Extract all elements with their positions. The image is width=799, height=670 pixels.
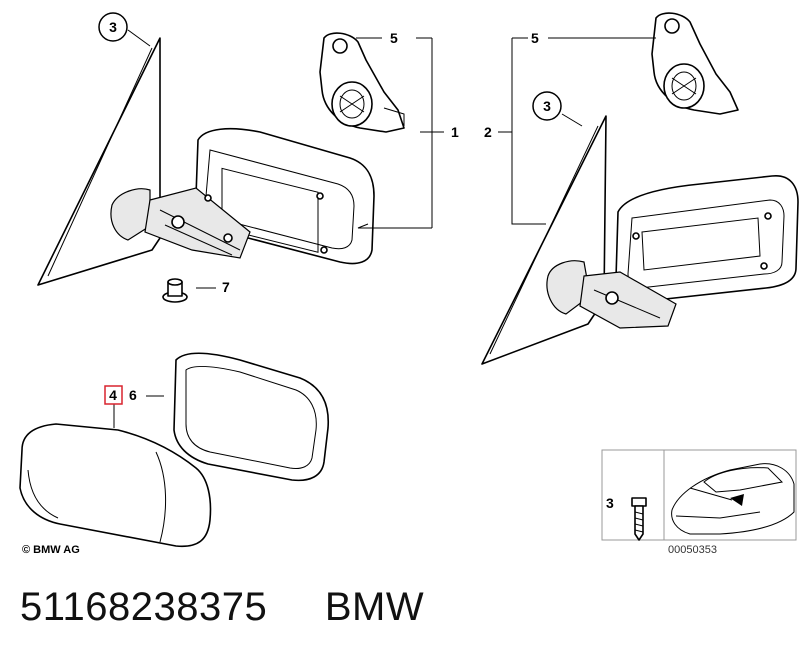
callout-4-highlighted: 4	[104, 385, 123, 405]
leader-lines	[113, 29, 656, 428]
copyright-text: © BMW AG	[22, 544, 80, 556]
callout-3-inset: 3	[606, 495, 614, 511]
footer: 51168238375 BMW	[20, 585, 790, 645]
svg-text:3: 3	[543, 98, 551, 114]
left-mirror-assembly	[37, 37, 375, 286]
motor-part-left	[319, 32, 405, 133]
brand-name: BMW	[324, 585, 425, 629]
right-mirror-assembly	[481, 115, 799, 365]
car-outline	[671, 463, 795, 535]
callout-3-left: 3	[98, 12, 128, 42]
callout-1: 1	[451, 124, 459, 140]
motor-part-right	[651, 12, 739, 115]
screw-part	[631, 497, 647, 541]
callout-7: 7	[222, 279, 230, 295]
svg-text:4: 4	[109, 387, 117, 403]
svg-text:3: 3	[109, 19, 117, 35]
callout-2: 2	[484, 124, 492, 140]
clip-part	[162, 278, 188, 303]
mirror-cap-part	[19, 423, 212, 548]
image-number: 00050353	[668, 544, 717, 556]
parts-diagram: 3 5 1 7 2 5 3 4 6 © BMW AG 3 00050353	[19, 12, 799, 556]
part-number: 51168238375	[20, 585, 268, 629]
callout-6: 6	[129, 387, 137, 403]
callout-3-right: 3	[532, 91, 562, 121]
mirror-glass-part	[173, 352, 330, 482]
inset-panel: 3 00050353	[601, 449, 797, 556]
callout-5-left: 5	[390, 30, 398, 46]
callout-5-right: 5	[531, 30, 539, 46]
